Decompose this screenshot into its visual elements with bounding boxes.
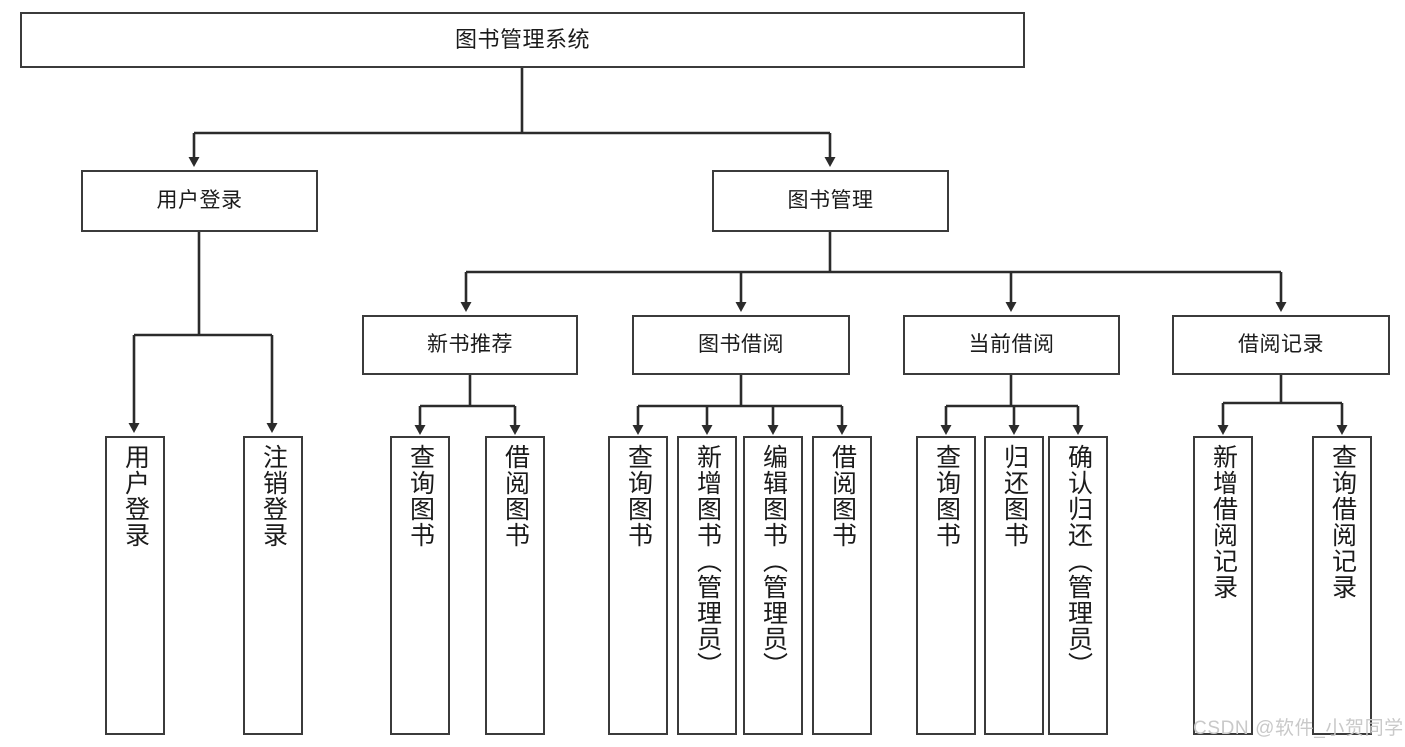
node-label: 新增图书（管理员） [693, 444, 722, 678]
node-label: 查询图书 [624, 444, 653, 548]
leaf-query-book-current[interactable]: 查询图书 [916, 436, 976, 735]
leaf-add-book-admin[interactable]: 新增图书（管理员） [677, 436, 737, 735]
node-label: 编辑图书（管理员） [759, 444, 788, 678]
csdn-watermark: CSDN @软件_小贺同学 [1193, 718, 1404, 739]
node-label: 图书管理 [787, 189, 874, 213]
node-root[interactable]: 图书管理系统 [20, 12, 1025, 68]
node-label: 注销登录 [259, 444, 288, 548]
leaf-borrow-book-newbook[interactable]: 借阅图书 [485, 436, 545, 735]
node-book-borrow[interactable]: 图书借阅 [632, 315, 850, 375]
leaf-logout[interactable]: 注销登录 [243, 436, 303, 735]
node-label: 新书推荐 [427, 333, 513, 357]
node-label: 查询图书 [406, 444, 435, 548]
node-label: 用户登录 [156, 189, 243, 213]
node-label: 新增借阅记录 [1209, 444, 1238, 600]
leaf-return-book[interactable]: 归还图书 [984, 436, 1044, 735]
node-current-borrow[interactable]: 当前借阅 [903, 315, 1120, 375]
node-label: 借阅记录 [1238, 333, 1324, 357]
node-label: 借阅图书 [501, 444, 530, 548]
leaf-edit-book-admin[interactable]: 编辑图书（管理员） [743, 436, 803, 735]
node-book-management[interactable]: 图书管理 [712, 170, 949, 232]
node-label: 用户登录 [121, 444, 150, 548]
node-borrow-record[interactable]: 借阅记录 [1172, 315, 1390, 375]
leaf-query-book-newbook[interactable]: 查询图书 [390, 436, 450, 735]
leaf-borrow-book[interactable]: 借阅图书 [812, 436, 872, 735]
leaf-user-login[interactable]: 用户登录 [105, 436, 165, 735]
node-new-book-recommend[interactable]: 新书推荐 [362, 315, 578, 375]
leaf-confirm-return-admin[interactable]: 确认归还（管理员） [1048, 436, 1108, 735]
node-label: 确认归还（管理员） [1064, 444, 1093, 678]
node-label: 借阅图书 [828, 444, 857, 548]
leaf-query-book-borrow[interactable]: 查询图书 [608, 436, 668, 735]
node-label: 查询图书 [932, 444, 961, 548]
node-label: 归还图书 [1000, 444, 1029, 548]
node-label: 当前借阅 [968, 333, 1055, 357]
node-user-login[interactable]: 用户登录 [81, 170, 318, 232]
leaf-query-borrow-record[interactable]: 查询借阅记录 [1312, 436, 1372, 735]
leaf-add-borrow-record[interactable]: 新增借阅记录 [1193, 436, 1253, 735]
node-label: 图书管理系统 [454, 26, 590, 52]
node-label: 图书借阅 [698, 333, 784, 357]
node-label: 查询借阅记录 [1328, 444, 1357, 600]
